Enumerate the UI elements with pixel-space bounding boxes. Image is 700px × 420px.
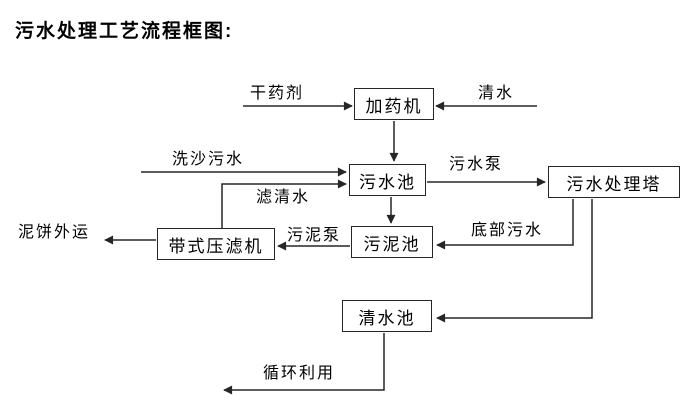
flow-label-sand-washing-sewage: 洗沙污水 — [172, 151, 245, 168]
arrow-tower-to-clean-pool — [436, 199, 593, 323]
node-dosing-machine: 加药机 — [354, 88, 434, 120]
flow-label-dry-chemical: 干药剂 — [250, 85, 305, 102]
node-treatment-tower: 污水处理塔 — [548, 166, 680, 198]
arrow-recycling — [223, 333, 385, 395]
node-sludge-pool: 污泥池 — [351, 226, 433, 258]
node-sewage-pool: 污水池 — [349, 164, 426, 196]
flow-label-sludge-pump: 污泥泵 — [287, 227, 342, 244]
arrow-filtered-water — [221, 179, 347, 228]
node-treatment-tower-label: 污水处理塔 — [566, 174, 662, 194]
flow-label-clean-water-in: 清水 — [478, 85, 515, 102]
node-belt-filter-press-label: 带式压滤机 — [168, 236, 264, 256]
arrow-bottom-sewage — [436, 199, 574, 250]
node-belt-filter-press: 带式压滤机 — [157, 228, 275, 260]
flow-label-bottom-sewage: 底部污水 — [471, 222, 544, 239]
node-dosing-machine-label: 加药机 — [365, 96, 423, 116]
node-clean-water-pool-label: 清水池 — [358, 308, 416, 328]
node-sludge-pool-label: 污泥池 — [363, 234, 421, 254]
flow-label-mud-cake-outbound: 泥饼外运 — [18, 224, 91, 241]
node-sewage-pool-label: 污水池 — [359, 172, 416, 192]
diagram-title: 污水处理工艺流程框图: — [15, 21, 234, 42]
flow-label-filtered-water: 滤清水 — [256, 189, 311, 206]
node-clean-water-pool: 清水池 — [342, 300, 432, 332]
flow-label-recycling: 循环利用 — [263, 365, 336, 382]
flow-label-sewage-pump: 污水泵 — [449, 156, 504, 173]
